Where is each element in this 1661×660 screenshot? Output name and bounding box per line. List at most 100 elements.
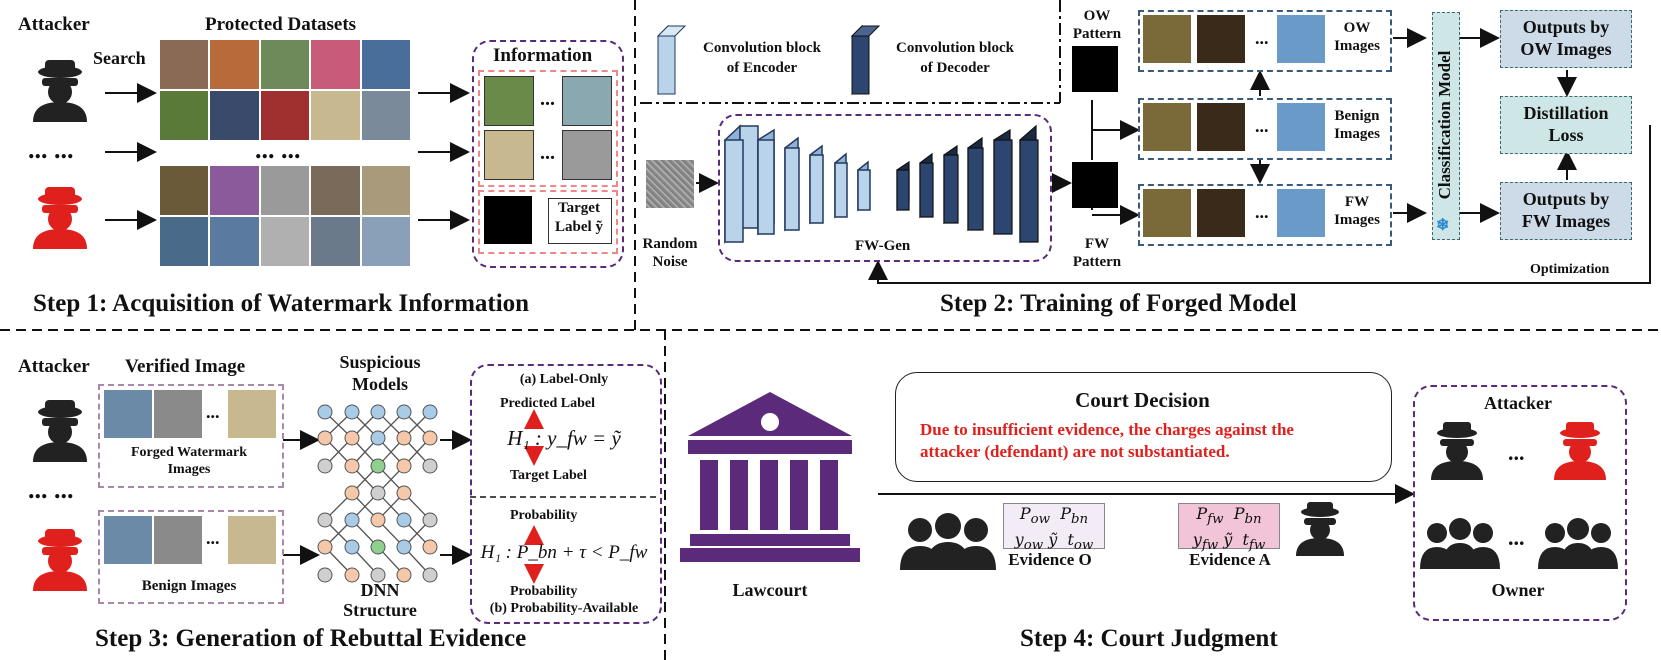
attacker-icon-red (25, 185, 95, 254)
ellipsis-datasets: ... ... (255, 135, 301, 164)
info-dots: ... (540, 88, 555, 110)
encoder-legend-label: Convolution block (703, 40, 821, 56)
fw-images-label2: Images (1334, 212, 1380, 228)
protected-datasets-label: Protected Datasets (205, 14, 357, 35)
search-label: Search (93, 48, 146, 68)
decoder-legend-label: Convolution block (896, 40, 1014, 56)
benign-thumb (1197, 103, 1245, 151)
info-images-box (478, 70, 618, 187)
fw-gen-panel (718, 114, 1052, 262)
attacker-icon-red (25, 527, 95, 596)
parties-panel (1413, 385, 1627, 621)
information-title: Information (493, 45, 593, 66)
ow-thumb (1197, 15, 1245, 63)
owners-group-icon (1420, 515, 1500, 574)
fw-thumb (1143, 189, 1191, 237)
benign-images-label2: Images (1334, 126, 1380, 142)
ellipsis-attackers: ... ... (28, 475, 74, 504)
forged-thumb (228, 390, 276, 438)
random-noise-label: Random (642, 236, 698, 252)
outputs-fw-label2: FW Images (1521, 211, 1611, 231)
fw-thumb (1277, 189, 1325, 237)
ow-thumb (1143, 15, 1191, 63)
parties-dots: ... (1508, 525, 1525, 550)
benign-dots: ... (206, 528, 220, 548)
benign-dots: ... (1255, 116, 1269, 136)
fw-thumb (1197, 189, 1245, 237)
forged-images-box (98, 384, 284, 488)
fw-gen-label: FW-Gen (855, 238, 911, 254)
classification-model-box (1432, 12, 1460, 240)
benign-images-label: Benign (1334, 108, 1380, 124)
snowflake-icon: ❄ (1436, 217, 1450, 234)
decoder-blocks (896, 124, 1039, 244)
ow-pattern-label2: Pattern (1072, 26, 1122, 42)
ow-pattern (1072, 46, 1118, 92)
benign-thumb (154, 516, 202, 564)
forged-dots: ... (206, 402, 220, 422)
target-label-text: Target Label (510, 468, 587, 483)
evidence-a-label: Evidence A (1189, 550, 1271, 569)
probability-available-label: (b) Probability-Available (489, 601, 639, 616)
label-only-label: (a) Label-Only (519, 372, 609, 387)
target-label-box (548, 198, 612, 244)
random-noise-image (646, 160, 694, 208)
fw-images-label: FW (1344, 194, 1370, 210)
target-label-text: Target (558, 200, 600, 216)
step4-title: Step 4: Court Judgment (1020, 625, 1278, 652)
forged-thumb (154, 390, 202, 438)
parties-owner-label: Owner (1491, 580, 1545, 600)
encoder-blocks (724, 124, 871, 244)
ow-thumb (1277, 15, 1325, 63)
fw-dots: ... (1255, 202, 1269, 222)
fw-pattern-label: FW (1084, 236, 1110, 252)
court-decision-text: Due to insufficient evidence, the charge… (920, 420, 1294, 439)
benign-images-label: Benign Images (141, 578, 237, 594)
target-label-text2: Label ỹ (555, 219, 603, 235)
attacker-label-step3: Attacker (18, 356, 90, 377)
classification-model-label: Classification Model (1435, 50, 1454, 200)
forged-watermark-label2: Images (167, 462, 211, 477)
hypothesis-panel (470, 364, 662, 624)
forged-watermark-label: Forged Watermark (131, 445, 247, 460)
outputs-fw-label: Outputs by (1522, 189, 1610, 210)
step1-title: Step 1: Acquisition of Watermark Informa… (33, 290, 530, 317)
parties-attacker-label: Attacker (1484, 393, 1552, 413)
information-panel (472, 40, 624, 268)
court-decision-box (895, 372, 1392, 482)
benign-thumb (228, 516, 276, 564)
probability-label-fw: Probability (510, 508, 578, 523)
attacker-icon-black (25, 398, 95, 467)
step2-title: Step 2: Training of Forged Model (940, 290, 1297, 317)
suspicious-models-label2: Models (352, 374, 408, 394)
outputs-ow-label: Outputs by (1522, 17, 1610, 38)
court-decision-text2: attacker (defendant) are not substantiat… (920, 442, 1230, 461)
legend-encoder-icon (656, 24, 687, 96)
distillation-label2: Loss (1548, 125, 1584, 145)
owners-group-icon (1538, 515, 1618, 574)
outputs-ow-label2: OW Images (1520, 39, 1612, 59)
info-dots: ... (540, 142, 555, 164)
info-thumb (562, 130, 612, 180)
dnn-nodes (317, 404, 438, 583)
ellipsis-attackers: ... ... (28, 135, 74, 164)
owners-group-icon (900, 510, 996, 575)
benign-images-row (1138, 98, 1392, 160)
ow-pattern-label: OW (1083, 8, 1111, 24)
attacker-icon-red (1548, 420, 1612, 485)
dataset-grid-top (160, 40, 410, 140)
parties-dots: ... (1508, 440, 1525, 465)
lawcourt-label: Lawcourt (732, 580, 808, 600)
optimization-label: Optimization (1530, 262, 1610, 277)
benign-thumb (1277, 103, 1325, 151)
decoder-legend-label2: of Decoder (920, 60, 990, 76)
suspicious-models-label: Suspicious (339, 352, 421, 372)
distillation-label: Distillation (1523, 103, 1609, 124)
hypothesis-probability: H₁ : P_bn + τ < P_fw (480, 542, 648, 563)
fw-images-row (1138, 184, 1392, 246)
benign-thumb (104, 516, 152, 564)
